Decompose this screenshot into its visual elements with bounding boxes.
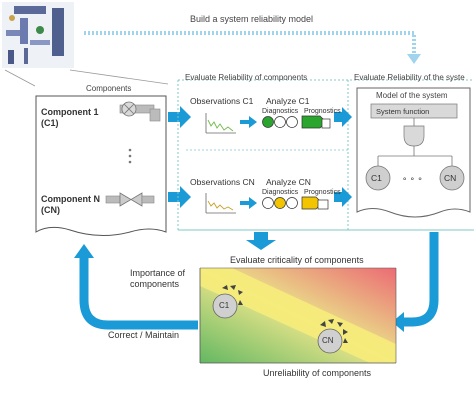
system-function-label: System function bbox=[376, 107, 430, 116]
observation-chart-c1 bbox=[205, 113, 236, 134]
component-n-name: Component N bbox=[41, 194, 100, 204]
cn-marker bbox=[317, 319, 348, 354]
feedback-arrow bbox=[79, 256, 198, 330]
valve-icon-cn bbox=[105, 192, 155, 207]
analyze-cn-label: Analyze CN bbox=[266, 177, 311, 187]
node-c1-label: C1 bbox=[371, 173, 382, 183]
component-n-code: (CN) bbox=[41, 205, 60, 215]
c1-marker-label: C1 bbox=[219, 301, 230, 310]
feedback-label: Correct / Maintain bbox=[108, 330, 180, 340]
criticality-y-label-2: components bbox=[130, 279, 180, 289]
diagnostic-states-c1 bbox=[262, 116, 298, 128]
node-c1 bbox=[365, 165, 391, 191]
component-1-name: Component 1 bbox=[41, 107, 99, 117]
prognostic-indicator-c1 bbox=[301, 115, 331, 129]
diagnostics-cn-label: Diagnostics bbox=[262, 189, 299, 196]
criticality-x-label: Unreliability of components bbox=[263, 368, 372, 378]
and-gate-icon bbox=[403, 125, 425, 147]
evaluate-system-title: Evaluate Reliability of the syste bbox=[354, 73, 465, 82]
component-1-code: (C1) bbox=[41, 118, 59, 128]
c1-marker bbox=[212, 285, 243, 319]
arrow-down-to-criticality bbox=[246, 232, 276, 250]
prognostics-cn-label: Prognostics bbox=[304, 189, 341, 196]
prognostics-c1-label: Prognostics bbox=[304, 108, 341, 115]
top-caption: Build a system reliability model bbox=[190, 14, 314, 24]
observations-cn-label: Observations CN bbox=[190, 177, 255, 187]
prognostic-indicator-cn bbox=[301, 196, 329, 210]
arrow-c1-to-eval bbox=[168, 106, 191, 128]
diagnostics-c1-label: Diagnostics bbox=[262, 108, 299, 115]
components-title: Components bbox=[86, 84, 132, 93]
evaluate-components-title: Evaluate Reliability of components bbox=[185, 73, 308, 82]
diagnostic-states-cn bbox=[262, 197, 298, 209]
observations-c1-label: Observations C1 bbox=[190, 96, 254, 106]
node-cn bbox=[439, 165, 465, 191]
machine-image bbox=[2, 2, 74, 68]
cn-marker-label: CN bbox=[322, 336, 334, 345]
node-cn-label: CN bbox=[444, 173, 457, 183]
criticality-title: Evaluate criticality of components bbox=[230, 255, 364, 265]
criticality-y-label-1: Importance of bbox=[130, 268, 186, 278]
model-of-system-title: Model of the system bbox=[376, 91, 448, 100]
model-build-arrow bbox=[84, 31, 416, 56]
arrow-system-to-criticality bbox=[402, 232, 439, 327]
arrow-cn-to-eval bbox=[168, 186, 191, 208]
node-ellipsis: ∘ ∘ ∘ bbox=[402, 173, 423, 183]
analyze-c1-label: Analyze C1 bbox=[266, 96, 310, 106]
observation-chart-cn bbox=[205, 193, 236, 214]
valve-icon-c1 bbox=[119, 101, 161, 122]
